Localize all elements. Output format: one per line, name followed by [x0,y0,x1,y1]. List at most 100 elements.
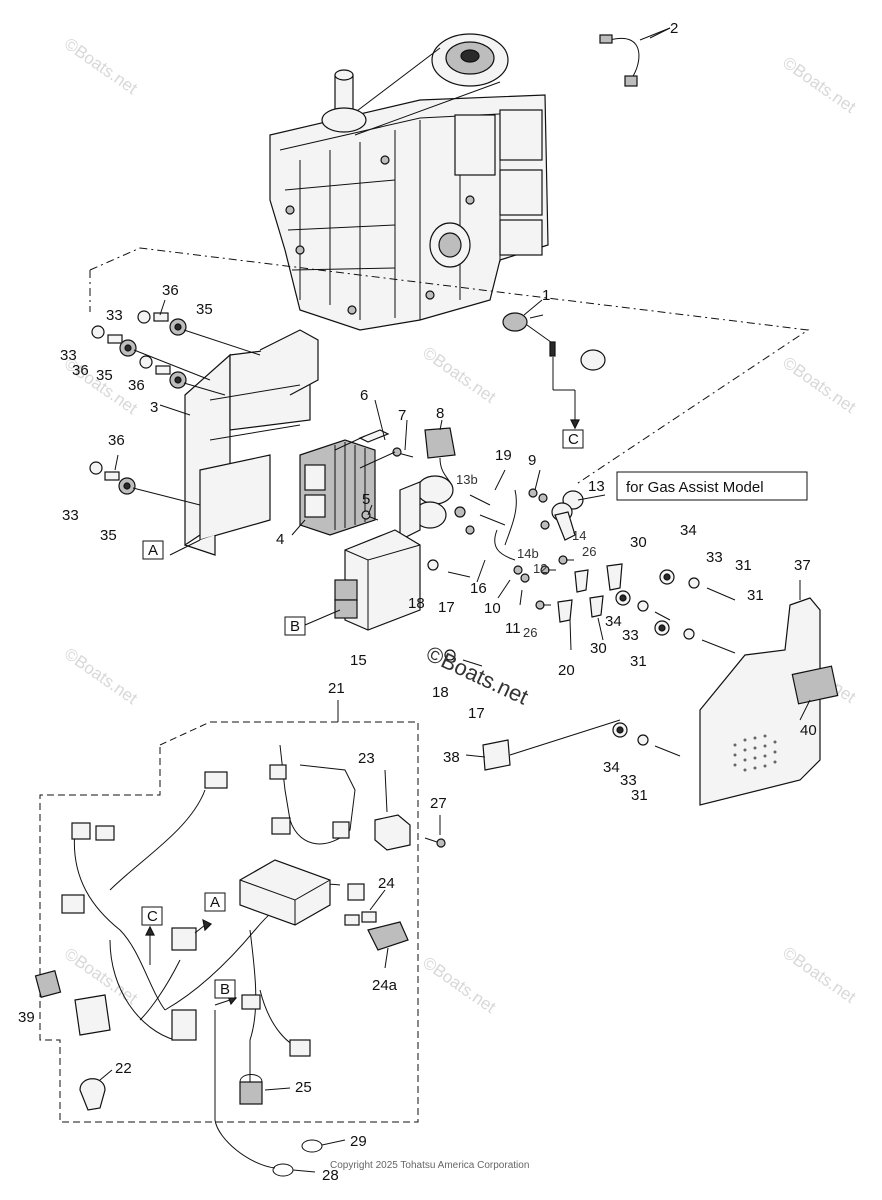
watermark-top-right: ©Boats.net [779,53,859,117]
callout-33e: 33 [622,627,639,644]
callout-8: 8 [436,405,444,422]
cap-22 [79,1069,113,1111]
callout-31c: 31 [630,653,647,670]
callout-23: 23 [358,750,375,767]
mount-hardware-right [612,569,736,757]
callout-18b: 18 [432,684,449,701]
bolt-27 [424,815,446,848]
callout-10: 10 [484,600,501,617]
caps-20-30 [557,563,623,623]
gas-assist-note: for Gas Assist Model [616,471,808,501]
svg-text:B: B [220,981,230,998]
callout-17a: 17 [438,599,455,616]
relay-cluster [399,475,517,561]
callout-15: 15 [350,652,367,669]
clamp-25 [239,1074,291,1105]
callout-39: 39 [18,1009,35,1026]
callout-33d: 33 [706,549,723,566]
harness-boundary [39,721,419,1123]
callout-34b: 34 [605,613,622,630]
sensor-cable-2 [599,27,671,87]
callout-24: 24 [378,875,395,892]
copyright: Copyright 2025 Tohatsu America Corporati… [330,1160,529,1171]
ignition-coil-8 [424,427,456,483]
watermark-left-low: ©Boats.net [61,644,141,708]
bolt-5 [361,510,379,521]
callout-25: 25 [295,1079,312,1096]
svg-text:B: B [290,618,300,635]
callout-35a: 35 [196,301,213,318]
callout-24a: 24a [372,977,398,994]
ref-box-b-bottom: B [214,979,236,999]
watermark-right: ©Boats.net [779,353,859,417]
sensor-1 [502,299,606,430]
callout-2: 2 [670,20,678,37]
callout-20: 20 [558,662,575,679]
grommet-set-top [89,310,261,506]
svg-text:C: C [568,431,579,448]
callout-3: 3 [150,399,158,416]
callout-40: 40 [800,722,817,739]
callout-31d: 31 [631,787,648,804]
callout-36b: 36 [72,362,89,379]
callout-26b: 26 [523,625,537,640]
callout-13b: 13b [456,472,478,487]
callout-7: 7 [398,407,406,424]
ref-box-b-top: B [284,616,306,636]
gas-assist-note-text: for Gas Assist Model [626,479,764,496]
callout-30a: 30 [630,534,647,551]
label-38 [482,719,621,771]
assembly-boundary [89,247,810,486]
callout-28: 28 [322,1167,339,1184]
bolts-small [513,488,574,610]
rectifier-4 [299,439,376,536]
bracket-3 [184,329,319,556]
watermark-bottom-mid: ©Boats.net [419,953,499,1017]
callout-31b: 31 [747,587,764,604]
callout-22: 22 [115,1060,132,1077]
callout-36c: 36 [128,377,145,394]
fuse-block-24a [367,921,409,969]
callout-11: 11 [505,620,521,637]
connector-6 [334,429,390,451]
callout-35c: 35 [100,527,117,544]
callout-33a: 33 [106,307,123,324]
callout-labels: 1 2 3 4 5 6 7 8 9 10 11 12 13 13b 14 14b… [18,20,817,1184]
svg-text:C: C [147,908,158,925]
callout-14b: 14b [517,546,539,561]
watermark-mid: ©Boats.net [419,343,499,407]
callout-38: 38 [443,749,460,766]
callout-16: 16 [470,580,487,597]
callout-33c: 33 [62,507,79,524]
callout-29: 29 [350,1133,367,1150]
callout-13: 13 [588,478,605,495]
callout-26a: 26 [582,544,596,559]
ref-box-a-top: A [142,540,164,560]
watermark-top-left: ©Boats.net [61,34,141,98]
callout-35b: 35 [96,367,113,384]
callout-18a: 18 [408,595,425,612]
callout-19: 19 [495,447,512,464]
ecu-15 [334,529,421,631]
watermarks: ©Boats.net [61,34,141,98]
callout-21: 21 [328,680,345,697]
engine-block [269,33,549,331]
fuse-24 [344,889,386,926]
relay-13 [538,490,584,541]
callout-33b: 33 [60,347,77,364]
callout-33f: 33 [620,772,637,789]
relay-23 [374,769,411,851]
ref-box-c-bottom: C [141,906,163,926]
svg-text:A: A [148,542,158,559]
ring-28-29 [214,1010,346,1177]
callout-34c: 34 [603,759,620,776]
callout-4: 4 [276,531,284,548]
callout-36a: 36 [162,282,179,299]
bolt-7 [359,447,414,469]
callout-30b: 30 [590,640,607,657]
leader-lines [114,27,811,758]
callout-34a: 34 [680,522,697,539]
bolts-17-18 [427,559,483,667]
callout-12: 12 [533,561,547,576]
